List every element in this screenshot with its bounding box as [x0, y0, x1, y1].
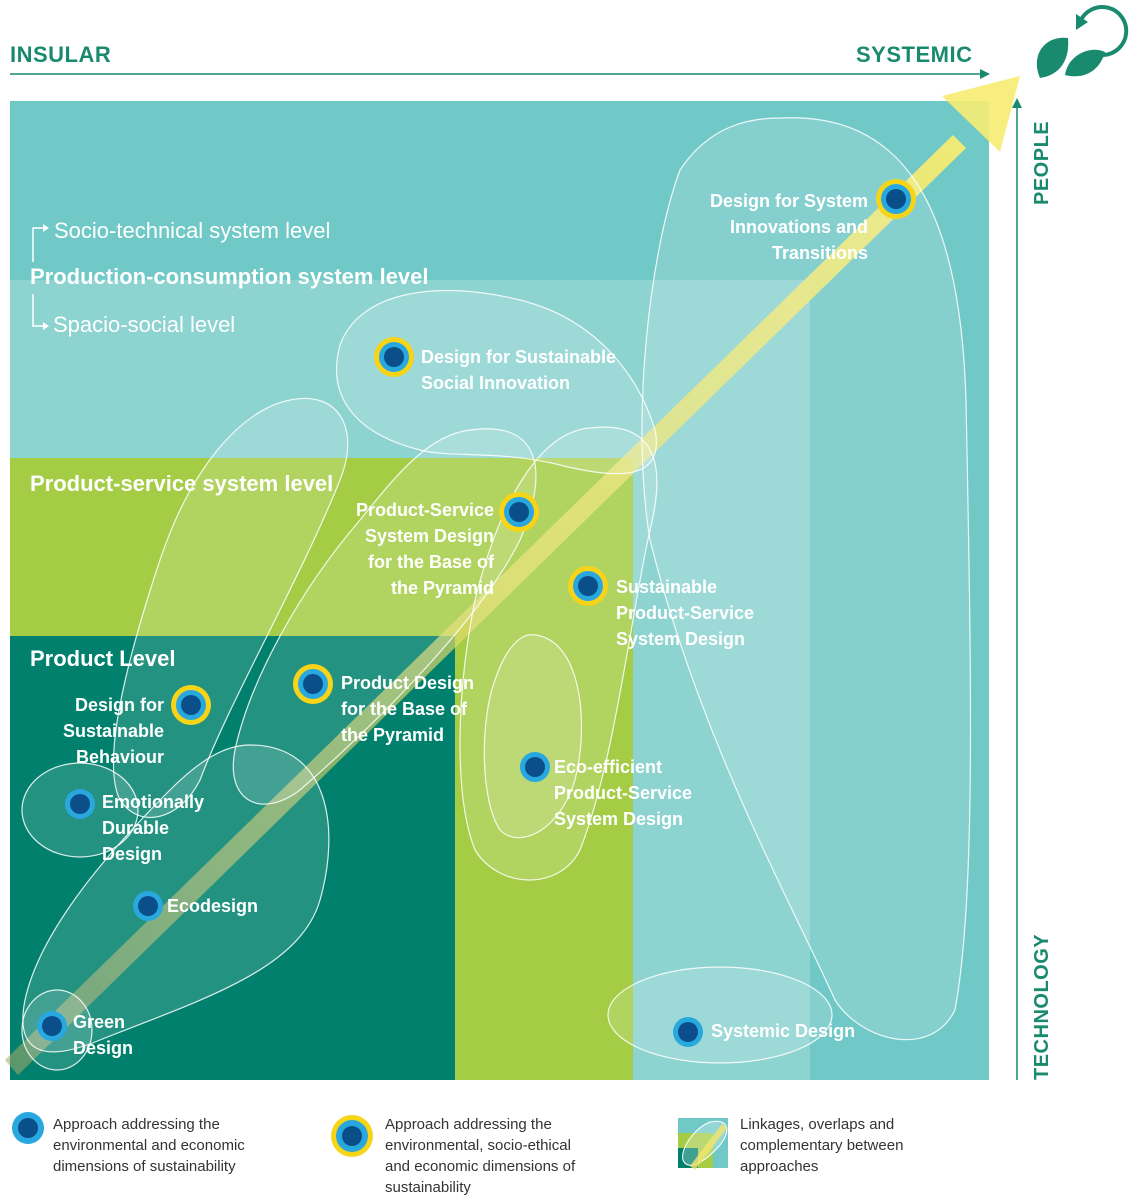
- approach-label-green-design: Green Design: [73, 1012, 134, 1058]
- axis-label-systemic: SYSTEMIC: [856, 42, 973, 67]
- legend-env-socio-econ: Approach addressing the environmental, s…: [385, 1116, 576, 1196]
- approach-dot: [374, 337, 414, 377]
- approach-dot: [171, 685, 211, 725]
- approach-label-systemic-design: Systemic Design: [711, 1021, 856, 1041]
- level-bracket-arrows: [32, 224, 49, 330]
- approach-dot: [568, 566, 608, 606]
- legend-blue-dot-icon: [12, 1112, 44, 1144]
- approach-dot: [876, 179, 916, 219]
- approach-label-social-innovation: Design for Sustainable Social Innovation: [421, 347, 617, 393]
- approach-dot: [673, 1017, 703, 1047]
- approach-dot: [133, 891, 163, 921]
- insular-to-systemic-arrow: [5, 76, 1020, 1075]
- approach-dot: [499, 492, 539, 532]
- approach-dot: [37, 1011, 67, 1041]
- level-label-product: Product Level: [30, 646, 176, 671]
- legend-linkages: Linkages, overlaps and complementary bet…: [740, 1116, 904, 1175]
- level-label-socio-technical: Socio-technical system level: [54, 218, 331, 243]
- level-label-production-consumption: Production-consumption system level: [30, 264, 429, 289]
- horizontal-axis-arrow: [10, 69, 990, 79]
- linkage-pss-bop: [112, 397, 349, 818]
- approach-dot: [293, 664, 333, 704]
- linkage-eco-efficient: [483, 634, 583, 839]
- linkage-systemic-design: [607, 966, 833, 1064]
- linkage-outlines: [21, 117, 972, 1071]
- approach-label-ecodesign: Ecodesign: [167, 896, 259, 916]
- approach-label-sustainable-behaviour: Design for Sustainable Behaviour: [62, 695, 164, 767]
- linkage-social-innovation: [335, 289, 657, 475]
- level-label-product-service: Product-service system level: [30, 471, 334, 496]
- legend-yellow-dot-icon: [331, 1115, 373, 1157]
- legend-linkage-icon: [678, 1118, 728, 1170]
- axis-label-insular: INSULAR: [10, 42, 112, 67]
- legend-env-econ: Approach addressing the environmental an…: [53, 1116, 245, 1175]
- approach-label-sustainable-pss: Sustainable Product-Service System Desig…: [616, 577, 755, 649]
- approach-label-system-innovations: Design for System Innovations and Transi…: [709, 191, 868, 263]
- axis-label-technology: TECHNOLOGY: [1031, 933, 1053, 1080]
- sustainability-leaf-icon: [1036, 5, 1129, 78]
- approach-label-emotionally-durable: Emotionally Durable Design: [102, 792, 205, 864]
- linkage-ecodesign: [22, 744, 330, 1053]
- approach-dot: [65, 789, 95, 819]
- approach-label-product-bop: Product Design for the Base of the Pyram…: [341, 673, 475, 745]
- level-label-spacio-social: Spacio-social level: [53, 312, 236, 337]
- linkage-system-innovations: [641, 117, 972, 1041]
- approach-label-pss-bop: Product-Service System Design for the Ba…: [355, 500, 494, 598]
- approach-dot: [520, 752, 550, 782]
- approach-label-eco-efficient-pss: Eco-efficient Product-Service System Des…: [554, 757, 693, 829]
- axis-label-people: PEOPLE: [1031, 120, 1053, 205]
- linkage-sustainable-pss: [459, 426, 658, 881]
- vertical-axis-arrow: [1012, 98, 1022, 1080]
